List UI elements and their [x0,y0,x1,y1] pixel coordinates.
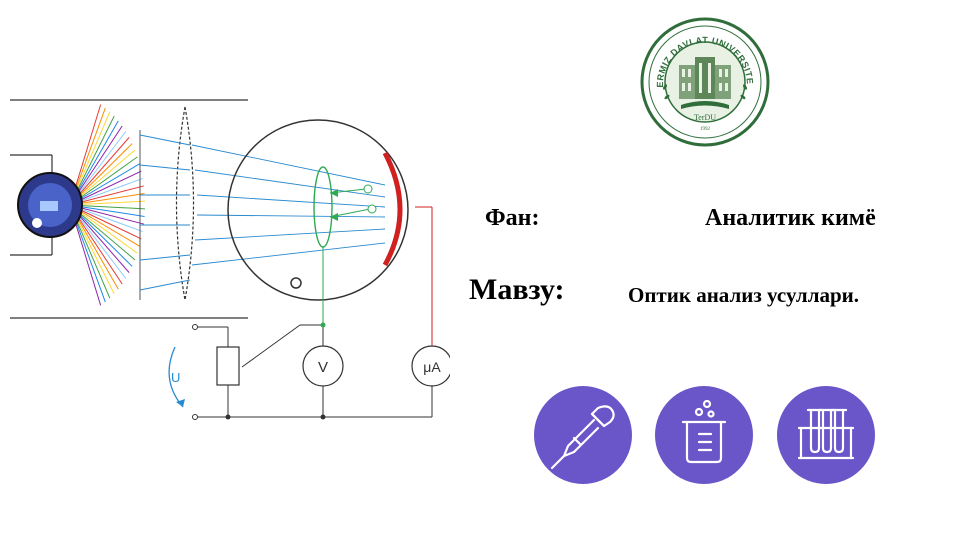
voltmeter [302,345,344,387]
pipette-badge [534,386,632,484]
rheostat [216,346,240,386]
anode-ring [313,166,333,248]
beaker-badge [655,386,753,484]
beaker-icon [681,399,727,464]
university-logo: TERMIZ DAVLAT UNIVERSITETI TerDU 1992 [635,17,770,147]
topic-label: Мавзу: [469,273,565,306]
logo-abbr: TerDU [694,113,716,122]
lens [175,106,195,301]
microammeter [411,345,450,387]
test-tubes-icon [797,408,855,460]
subject-value: Аналитик кимё [705,205,876,231]
pipette-icon [550,405,615,470]
cathode [382,151,403,267]
photoelectric-diagram: V μA U [10,99,450,420]
test-tubes-badge [777,386,875,484]
photocell [227,119,409,301]
logo-year: 1992 [700,127,711,132]
subject-label: Фан: [485,205,540,231]
topic-value: Оптик анализ усуллари. [628,283,860,307]
voltmeter-label: V [318,359,328,376]
microammeter-label: μA [423,359,441,375]
voltage-symbol: U [171,370,180,385]
